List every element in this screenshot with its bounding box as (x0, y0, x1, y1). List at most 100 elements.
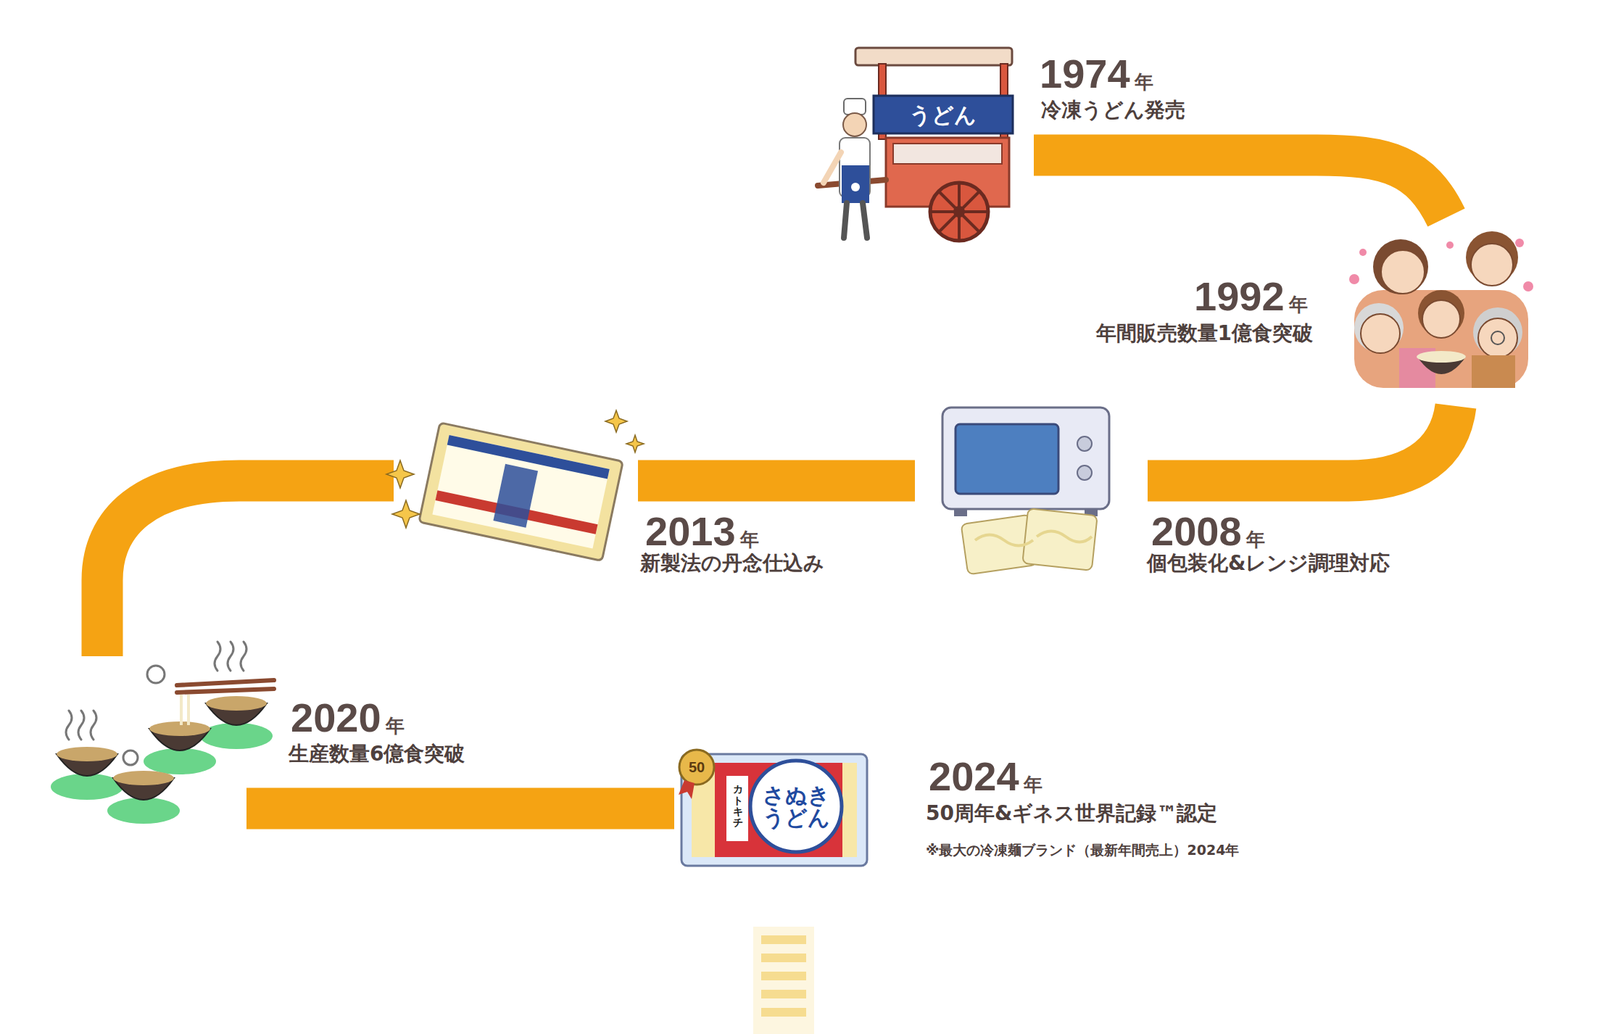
bowls-picture (50, 641, 275, 824)
family-picture-part (1354, 303, 1404, 353)
footnote-text: ※最大の冷凍麺ブランド（最新年間売上）2024年 (925, 842, 1239, 859)
bowls-picture-part (56, 746, 118, 762)
milestone-text: 50周年&ギネス世界記録™認定 (925, 801, 1218, 826)
package-2013-part-part (392, 500, 420, 528)
stripe-mark (753, 926, 815, 1034)
package-brand: カトキチ (732, 783, 744, 829)
timeline-band-part (1147, 405, 1456, 481)
family-picture-part (1416, 350, 1466, 363)
udon-cart-part (843, 113, 867, 137)
family-picture-part (1422, 300, 1461, 338)
year-number: 2020 (290, 697, 382, 739)
milestone-text: 冷凍うどん発売 (1041, 98, 1186, 122)
microwave-picture (942, 407, 1110, 575)
package-2024-part (678, 780, 695, 799)
badge-number: 50 (688, 759, 705, 775)
timeline-band-part (1033, 155, 1447, 218)
microwave-picture-part (954, 508, 968, 517)
microwave-picture-part (975, 535, 1034, 546)
family-picture-part (1373, 239, 1429, 295)
bowls-picture-part-part (147, 665, 165, 683)
family-picture (1349, 231, 1534, 388)
family-picture-part (1473, 307, 1523, 357)
microwave-picture-part (1077, 436, 1092, 451)
year-number: 2024 (928, 756, 1020, 797)
family-picture-part-part (1349, 274, 1360, 285)
bowls-picture-part (205, 695, 267, 711)
year-suffix: 年 (1134, 71, 1154, 94)
bowls-picture-part (113, 770, 174, 786)
microwave-picture-part (1036, 531, 1092, 543)
package-2013-part-part (605, 410, 628, 433)
timeline-band-part (102, 480, 394, 657)
milestone-text: 個包装化&レンジ調理対応 (1146, 551, 1390, 575)
udon-cart-part (938, 191, 980, 232)
year-number: 2008 (1151, 511, 1242, 552)
bowls-picture-part (107, 797, 180, 824)
microwave-picture-part (1077, 465, 1092, 480)
bowls-picture-part-part (78, 710, 85, 740)
package-2013-part (419, 422, 623, 562)
family-picture-part (1381, 250, 1425, 294)
cart-sign-text: うどん (909, 102, 977, 127)
package-2024-part (679, 749, 715, 785)
bowls-picture-part (143, 748, 217, 775)
udon-cart-part (938, 191, 980, 232)
family-picture-part (1354, 289, 1529, 388)
bowls-picture-part (179, 694, 183, 725)
bowls-picture-part (187, 694, 190, 725)
package-2013-part-part (492, 463, 538, 528)
bowls-picture-part-part (123, 750, 138, 765)
microwave-picture-part (1022, 508, 1097, 571)
udon-cart-part (873, 95, 1013, 134)
family-picture-part (1360, 313, 1400, 354)
package-2024 (678, 749, 868, 866)
bowls-picture-part-part (90, 710, 97, 740)
family-picture-part (1491, 331, 1505, 345)
timeline-band-part (637, 460, 915, 502)
microwave-picture-part (942, 407, 1110, 509)
timeline-band-part (246, 788, 675, 830)
package-2024-part (750, 760, 842, 852)
udon-cart-part (851, 182, 860, 192)
microwave-picture-part (961, 514, 1038, 575)
udon-cart-part (843, 202, 847, 238)
year-suffix: 年 (1288, 294, 1308, 317)
family-picture-part-part (1523, 281, 1534, 292)
family-picture-part-part (1359, 248, 1367, 256)
year-number: 1974 (1039, 53, 1131, 95)
package-2013-part (386, 410, 644, 528)
stripe-mark-part (761, 953, 807, 963)
package-2013-part-part (432, 434, 609, 549)
family-picture-part-part (1446, 241, 1454, 249)
package-2024-part (726, 775, 749, 841)
package-2013-part-part (626, 434, 644, 453)
stripe-mark-part (761, 971, 807, 981)
milestone-text: 新製法の丹念仕込み (640, 551, 825, 575)
stripe-mark-part (753, 926, 815, 1034)
year-suffix: 年 (385, 715, 405, 738)
udon-cart (817, 47, 1013, 241)
udon-cart-part (823, 152, 841, 183)
milestone-text: 生産数量6億食突破 (288, 742, 465, 766)
udon-cart-part (893, 143, 1002, 164)
bowls-picture-part-part (214, 641, 221, 671)
bowls-picture-part-part (65, 710, 72, 740)
family-picture-part-part (1515, 238, 1524, 248)
family-picture-part (1349, 238, 1534, 292)
bowls-picture-part (176, 680, 275, 686)
package-2013 (386, 410, 644, 561)
year-suffix: 年 (1023, 774, 1043, 797)
package-2013-part-part (386, 460, 414, 488)
udon-cart-part (843, 98, 866, 115)
udon-cart-part (855, 47, 1013, 66)
stripe-mark-part (761, 935, 807, 944)
bowls-picture-part-part (240, 641, 247, 671)
family-picture-part (1471, 355, 1516, 388)
timeline-band (102, 155, 1456, 809)
family-picture-part (1478, 318, 1518, 358)
bowls-picture-part (65, 641, 247, 765)
bowls-picture-part-part (227, 641, 234, 671)
udon-cart-part (930, 182, 989, 241)
